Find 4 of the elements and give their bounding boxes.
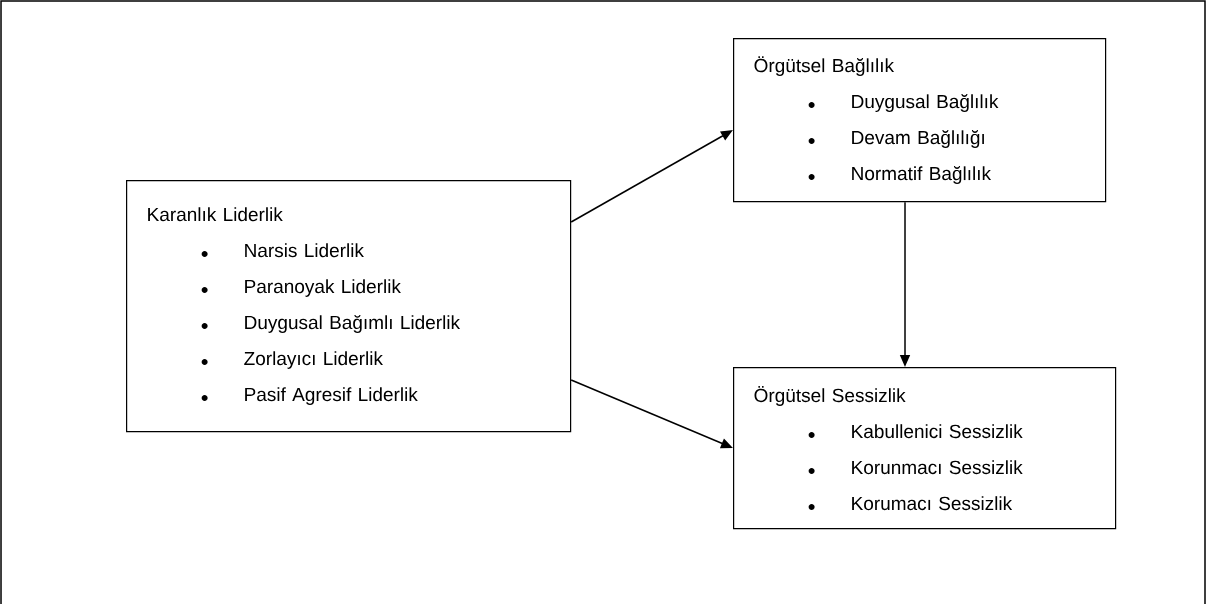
text-box: Örgütsel Bağlılık Duygusal Bağlılık Devam Bağlılığı Normatif Bağlılık bbox=[733, 38, 1107, 203]
text-box: Örgütsel Sessizlik Kabullenici Sessizlik Korunmacı Sessizlik Korumacı Sessizlik bbox=[733, 367, 1117, 530]
text-box: Karanlık Liderlik Narsis Liderlik Paranoyak Liderlik Duygusal Bağımlı Liderlik Zorlayıcı Liderlik Pasif Agresif Liderlik bbox=[126, 180, 572, 433]
arrow bbox=[570, 130, 733, 223]
